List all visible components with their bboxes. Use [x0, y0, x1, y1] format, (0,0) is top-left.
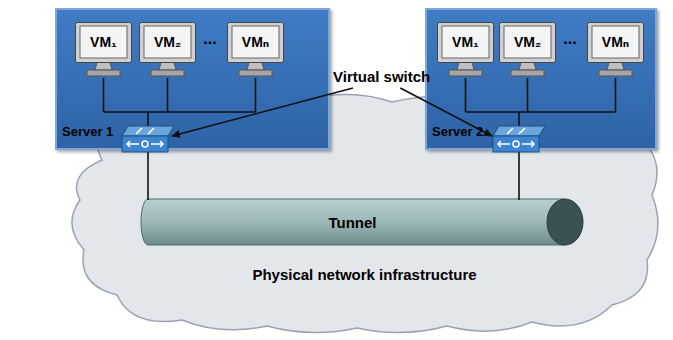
- switch-top: [493, 126, 545, 136]
- monitor-screen: [80, 26, 127, 58]
- monitor-base: [511, 70, 544, 76]
- monitor-base: [87, 70, 120, 76]
- vm-wire: [465, 78, 467, 112]
- vm-wire: [527, 78, 529, 112]
- monitor-stand: [95, 62, 112, 70]
- monitor-icon: [139, 22, 196, 78]
- monitor-stand: [607, 62, 624, 70]
- monitor-icon: [227, 22, 284, 78]
- monitor-screen: [232, 26, 279, 58]
- vm-node: VMₙ: [227, 22, 284, 78]
- cloud-label: Physical network infrastructure: [252, 266, 476, 283]
- vm-label: VM₁: [452, 34, 479, 50]
- tunnel-wire: [147, 152, 149, 200]
- leader-arrow: [400, 88, 492, 136]
- monitor-screen: [144, 26, 191, 58]
- vm-label: VMₙ: [242, 34, 269, 50]
- monitor-stand: [519, 62, 536, 70]
- ellipsis-label: ...: [563, 30, 576, 48]
- monitor-icon: [437, 22, 494, 78]
- vm-bus: [104, 111, 256, 113]
- monitor-frame: [438, 23, 494, 63]
- monitor-stand: [247, 62, 264, 70]
- leader-arrow: [172, 88, 353, 136]
- vm-label: VM₂: [154, 34, 181, 50]
- vm-label: VM₂: [514, 34, 541, 50]
- monitor-frame: [500, 23, 556, 63]
- switch-arrows: [498, 128, 534, 147]
- monitor-base: [599, 70, 632, 76]
- monitor-stand: [457, 62, 474, 70]
- monitor-frame: [140, 23, 196, 63]
- vm-node: VM₁: [437, 22, 494, 78]
- monitor-icon: [75, 22, 132, 78]
- monitor-frame: [228, 23, 284, 63]
- server-node: Server 1 VM₁ VM₂ VMₙ: [55, 8, 330, 150]
- monitor-base: [151, 70, 184, 76]
- server-label: Server 1: [62, 124, 113, 139]
- vm-node: VM₂: [139, 22, 196, 78]
- monitor-screen: [442, 26, 489, 58]
- vm-node: VMₙ: [587, 22, 644, 78]
- switch-arrows: [127, 128, 163, 147]
- vm-wire: [615, 78, 617, 112]
- ellipsis-label: ...: [203, 30, 216, 48]
- switch-top: [122, 126, 174, 136]
- monitor-frame: [76, 23, 132, 63]
- tunnel-end: [547, 199, 583, 245]
- monitor-stand: [159, 62, 176, 70]
- vm-bus: [466, 111, 616, 113]
- monitor-icon: [499, 22, 556, 78]
- tunnel-node: Tunnel: [140, 198, 585, 246]
- vm-wire: [167, 78, 169, 112]
- switch-hub: [142, 141, 148, 147]
- switch-hub: [513, 141, 519, 147]
- vm-label: VM₁: [90, 34, 117, 50]
- monitor-screen: [592, 26, 639, 58]
- vm-node: VM₁: [75, 22, 132, 78]
- monitor-icon: [587, 22, 644, 78]
- monitor-frame: [588, 23, 644, 63]
- vm-node: VM₂: [499, 22, 556, 78]
- tunnel-label: Tunnel: [328, 214, 376, 231]
- switch-wire: [518, 112, 520, 126]
- monitor-base: [239, 70, 272, 76]
- monitor-base: [449, 70, 482, 76]
- vm-wire: [103, 78, 105, 112]
- monitor-screen: [504, 26, 551, 58]
- server-label: Server 2: [432, 124, 483, 139]
- callout-label: Virtual switch: [333, 68, 430, 85]
- virtual-switch-symbol: [122, 126, 174, 152]
- switch-wire: [147, 112, 149, 126]
- vm-label: VMₙ: [602, 34, 629, 50]
- vm-wire: [255, 78, 257, 112]
- tunnel-body: [141, 199, 565, 245]
- virtual-switch-symbol: [493, 126, 545, 152]
- tunnel-wire: [518, 152, 520, 200]
